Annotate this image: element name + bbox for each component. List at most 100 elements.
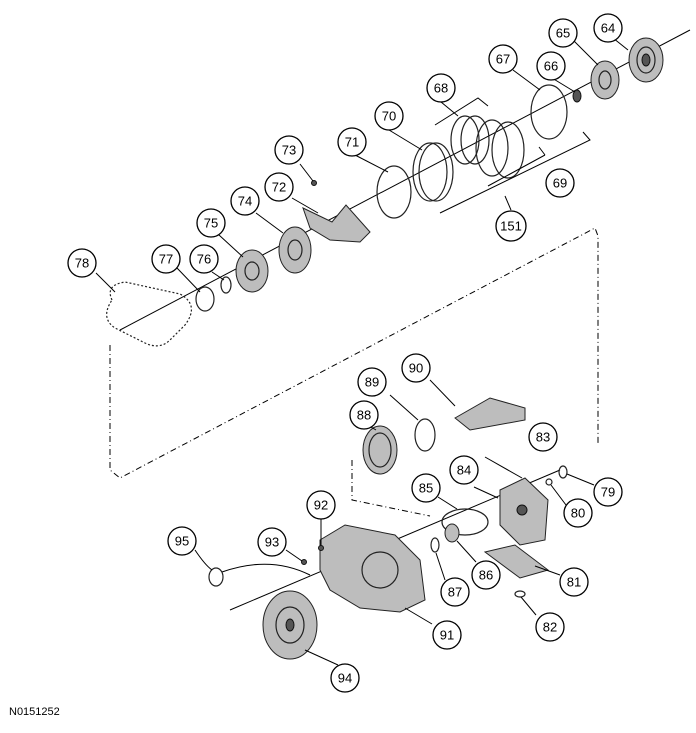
part-85-gasket [441,508,489,536]
part-70-plate [412,142,454,202]
part-78-drive-chain [106,281,192,347]
callout-66: 66 [536,51,566,81]
callout-90: 90 [401,353,431,383]
callout-91: 91 [432,620,462,650]
svg-text:93: 93 [265,535,279,550]
svg-text:73: 73 [282,143,296,158]
svg-text:84: 84 [457,463,471,478]
callout-93: 93 [257,527,287,557]
bracket-151 [439,131,591,214]
part-66-washer [572,89,582,103]
svg-text:94: 94 [338,671,352,686]
callout-76: 76 [189,244,219,274]
svg-text:68: 68 [434,81,448,96]
part-77-bearing [195,286,215,312]
callout-85: 85 [411,473,441,503]
svg-text:88: 88 [357,408,371,423]
svg-text:81: 81 [567,575,581,590]
transfer-path-line [109,227,599,479]
svg-text:71: 71 [345,135,359,150]
callout-69: 69 [545,168,575,198]
callout-80: 80 [563,498,593,528]
callout-77: 77 [151,244,181,274]
part-80-oring [545,478,553,486]
part-73-pin [311,180,317,186]
callout-75: 75 [196,208,226,238]
svg-text:82: 82 [543,620,557,635]
part-81-filter [483,544,550,579]
callout-86: 86 [471,560,501,590]
svg-text:70: 70 [382,109,396,124]
part-93-plug [301,559,307,565]
callout-87: 87 [440,577,470,607]
part-95-seal [208,567,224,587]
bracket-69 [487,146,546,187]
part-82-washer [514,590,526,598]
callout-92: 92 [306,490,336,520]
callout-64: 64 [593,13,623,43]
callout-78: 78 [67,248,97,278]
part-84-valve-body [499,477,549,546]
part-92-bolt [318,518,324,551]
callout-89: 89 [357,367,387,397]
part-68-clutch-pack [450,115,525,179]
part-86-seal [444,523,460,543]
svg-text:87: 87 [448,585,462,600]
callout-68: 68 [426,73,456,103]
part-75-gear [235,249,269,293]
part-71-snap-ring [376,165,412,219]
svg-text:76: 76 [197,252,211,267]
svg-text:79: 79 [601,485,615,500]
callout-82: 82 [535,612,565,642]
callout-95: 95 [167,526,197,556]
svg-text:77: 77 [159,252,173,267]
callout-88: 88 [349,400,379,430]
svg-text:72: 72 [272,180,286,195]
svg-text:92: 92 [314,498,328,513]
svg-text:83: 83 [536,430,550,445]
part-88-gear-ring [362,425,398,475]
part-76-ring [220,276,232,294]
svg-text:86: 86 [479,568,493,583]
bracket-68 [434,97,489,126]
callout-73: 73 [274,135,304,165]
part-65-hub [590,60,620,100]
part-67-plate [530,84,568,140]
callout-94: 94 [330,663,360,693]
svg-text:69: 69 [553,176,567,191]
svg-text:64: 64 [601,21,615,36]
svg-text:65: 65 [556,26,570,41]
callout-83: 83 [528,422,558,452]
part-94-torque-converter [262,590,318,660]
part-74-gear [278,226,312,274]
callout-79: 79 [593,477,623,507]
callout-67: 67 [488,44,518,74]
svg-text:74: 74 [238,194,252,209]
callout-71: 71 [337,127,367,157]
part-87-ring [430,537,440,553]
part-79-clip [558,465,568,479]
part-91-transmission-case [319,524,426,613]
svg-text:78: 78 [75,256,89,271]
svg-text:75: 75 [204,216,218,231]
part-90-spring-assembly [454,397,526,431]
svg-text:151: 151 [500,219,522,234]
svg-text:90: 90 [409,361,423,376]
part-72-bracket [302,204,371,243]
svg-text:80: 80 [571,506,585,521]
svg-text:95: 95 [175,534,189,549]
svg-text:85: 85 [419,481,433,496]
callout-151: 151 [495,210,527,242]
svg-text:91: 91 [440,628,454,643]
callout-84: 84 [449,455,479,485]
leader-lines [95,33,629,666]
callout-70: 70 [374,101,404,131]
transfer-path-line-2 [351,460,431,517]
svg-text:67: 67 [496,52,510,67]
callout-65: 65 [548,18,578,48]
part-64-drum [628,37,664,83]
part-89-snap-ring [414,418,436,452]
svg-text:66: 66 [544,59,558,74]
svg-text:89: 89 [365,375,379,390]
